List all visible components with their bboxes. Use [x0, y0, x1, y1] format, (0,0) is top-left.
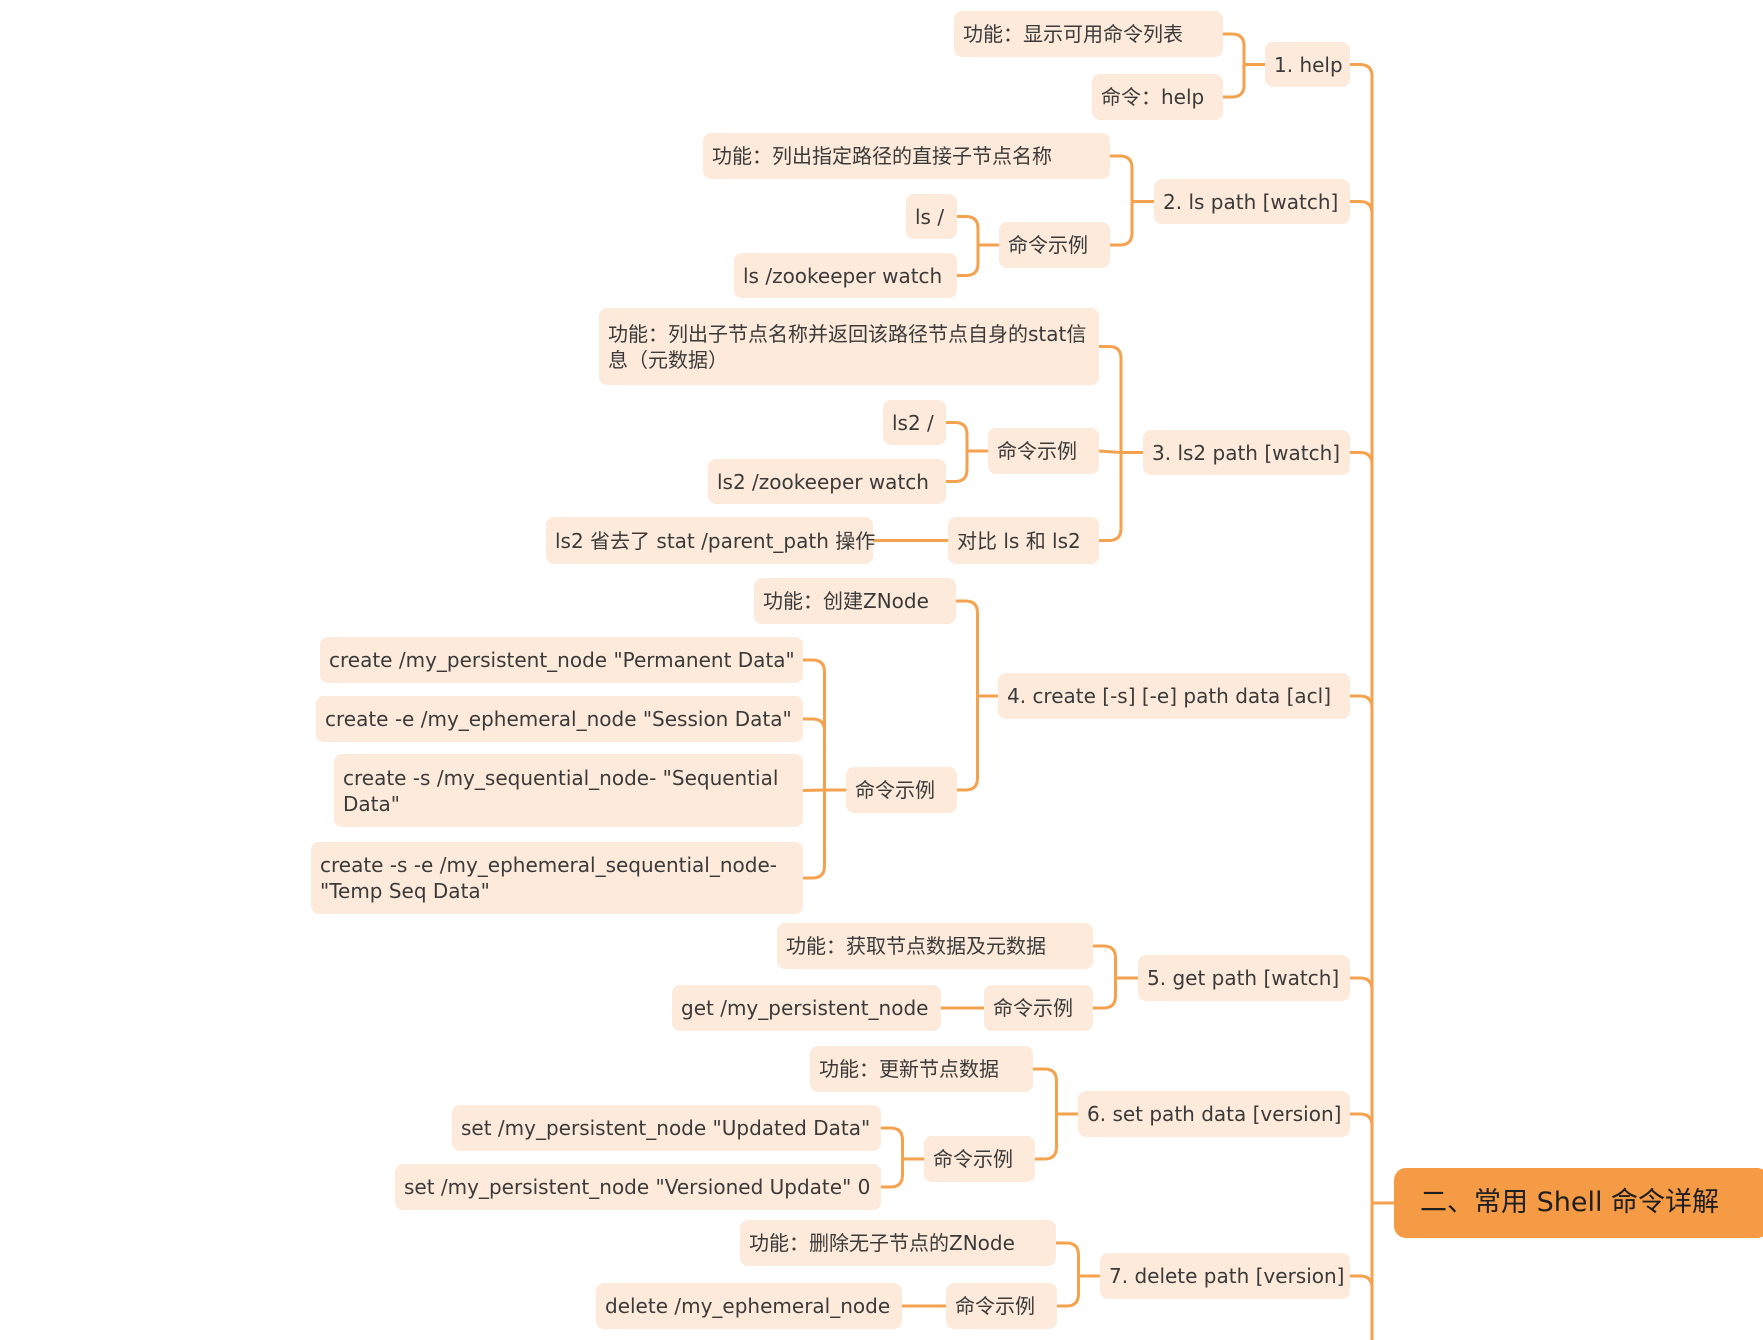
ls2-comparison[interactable]: 对比 ls 和 ls2 — [948, 517, 1099, 564]
section-ls[interactable]: 2. ls path [watch] — [1154, 179, 1350, 224]
help-connectors — [1223, 32, 1265, 99]
ls-connectors — [1110, 154, 1154, 247]
connector-line — [803, 658, 826, 790]
ls-examples[interactable]: 命令示例 — [999, 222, 1110, 268]
ls-function[interactable]: 功能：列出指定路径的直接子节点名称 — [703, 133, 1110, 179]
create-connectors — [956, 599, 998, 792]
connector-line — [803, 717, 826, 790]
root-node[interactable]: 二、常用 Shell 命令详解 — [1394, 1168, 1763, 1238]
connector-line — [946, 451, 969, 483]
section-ls2[interactable]: 3. ls2 path [watch] — [1143, 430, 1350, 475]
ls2-comparison-note[interactable]: ls2 省去了 stat /parent_path 操作 — [546, 517, 875, 564]
get-examples[interactable]: 命令示例 — [984, 985, 1093, 1031]
connector-line — [1093, 944, 1117, 978]
connector-line — [956, 599, 979, 696]
delete-function[interactable]: 功能：删除无子节点的ZNode — [740, 1220, 1056, 1266]
set-example-connectors — [881, 1126, 924, 1189]
ls2-example-zookeeper[interactable]: ls2 /zookeeper watch — [708, 459, 946, 504]
connector-line — [1098, 449, 1122, 454]
set-examples[interactable]: 命令示例 — [924, 1136, 1035, 1182]
section-help[interactable]: 1. help — [1265, 42, 1350, 87]
help-function[interactable]: 功能：显示可用命令列表 — [954, 11, 1223, 57]
section-connector — [1350, 694, 1374, 709]
create-example-ephemeral-sequential[interactable]: create -s -e /my_ephemeral_sequential_no… — [311, 842, 803, 914]
section-connector — [1350, 976, 1374, 991]
set-connectors — [1033, 1067, 1078, 1161]
connector-line — [957, 696, 979, 792]
section-get[interactable]: 5. get path [watch] — [1138, 955, 1350, 1001]
root-spine — [1370, 76, 1394, 1340]
section-create[interactable]: 4. create [-s] [-e] path data [acl] — [998, 673, 1350, 719]
ls-example-zookeeper[interactable]: ls /zookeeper watch — [734, 253, 957, 298]
create-examples[interactable]: 命令示例 — [846, 767, 957, 813]
set-example-updated[interactable]: set /my_persistent_node "Updated Data" — [452, 1105, 881, 1151]
connector-line — [957, 215, 980, 245]
connector-line — [1057, 1276, 1080, 1308]
connector-line — [881, 1126, 904, 1159]
ls-example-root[interactable]: ls / — [906, 194, 957, 239]
connector-line — [803, 790, 826, 880]
create-example-sequential[interactable]: create -s /my_sequential_node- "Sequenti… — [334, 754, 803, 827]
help-command[interactable]: 命令：help — [1092, 74, 1223, 120]
set-example-versioned[interactable]: set /my_persistent_node "Versioned Updat… — [395, 1164, 881, 1210]
ls2-example-root[interactable]: ls2 / — [883, 400, 946, 445]
connector-line — [1223, 32, 1246, 65]
section-set[interactable]: 6. set path data [version] — [1078, 1091, 1350, 1137]
section-connector — [1350, 200, 1374, 214]
root-connectors — [1350, 63, 1394, 1340]
get-example[interactable]: get /my_persistent_node — [672, 985, 941, 1031]
connector-line — [1223, 64, 1246, 99]
ls2-function[interactable]: 功能：列出子节点名称并返回该路径节点自身的stat信息（元数据） — [599, 308, 1099, 385]
create-function[interactable]: 功能：创建ZNode — [754, 578, 956, 624]
connector-line — [1099, 452, 1123, 542]
connector-line — [946, 421, 969, 451]
ls-example-connectors — [957, 215, 999, 277]
delete-connectors — [1056, 1241, 1100, 1308]
section-connector — [1350, 451, 1374, 465]
ls2-examples[interactable]: 命令示例 — [988, 428, 1099, 474]
connector-line — [881, 1159, 904, 1189]
section-connector — [1350, 1274, 1374, 1289]
connector-line — [957, 245, 980, 277]
connector-line — [1056, 1241, 1080, 1276]
connector-line — [1035, 1114, 1058, 1161]
delete-examples[interactable]: 命令示例 — [946, 1283, 1057, 1329]
connector-line — [1093, 978, 1117, 1010]
create-example-ephemeral[interactable]: create -e /my_ephemeral_node "Session Da… — [316, 696, 803, 742]
section-connector — [1350, 1112, 1374, 1127]
delete-example[interactable]: delete /my_ephemeral_node — [596, 1283, 902, 1329]
ls2-connectors — [1098, 345, 1143, 542]
ls2-example-connectors — [946, 421, 988, 483]
set-function[interactable]: 功能：更新节点数据 — [810, 1046, 1033, 1092]
get-connectors — [1093, 944, 1138, 1010]
connector-line — [1099, 345, 1123, 453]
section-delete[interactable]: 7. delete path [version] — [1100, 1253, 1350, 1299]
connector-line — [802, 788, 825, 792]
create-example-connectors — [802, 658, 846, 880]
create-example-persistent[interactable]: create /my_persistent_node "Permanent Da… — [320, 637, 803, 683]
connector-line — [1110, 154, 1134, 202]
connector-line — [1033, 1067, 1058, 1114]
get-function[interactable]: 功能：获取节点数据及元数据 — [777, 923, 1093, 969]
section-connector — [1350, 63, 1374, 77]
connector-line — [1110, 201, 1134, 247]
